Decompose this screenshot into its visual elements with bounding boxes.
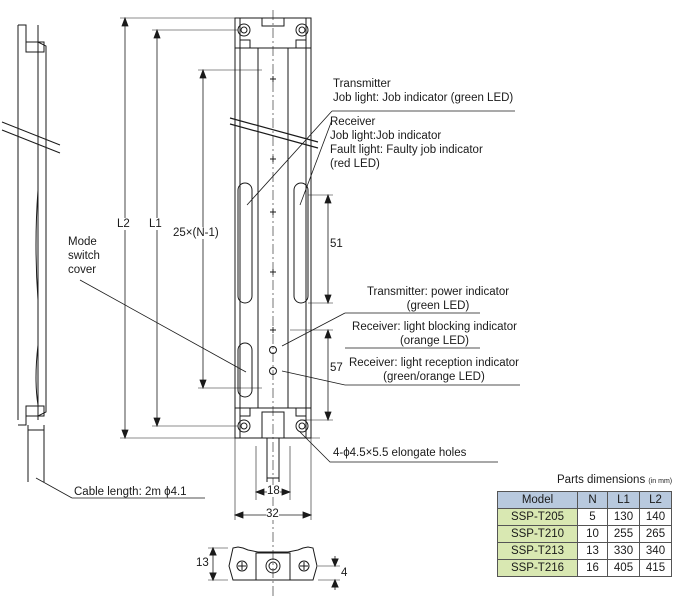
header-n: N [577,491,608,509]
cell-n: 16 [577,559,608,577]
dim-pitch: 25×(N-1) [173,227,219,239]
table-row: SSP-T210 10 255 265 [497,525,672,543]
header-model: Model [497,491,578,509]
dim-32: 32 [266,508,279,520]
parts-table-title: Parts dimensions (in mm) [557,474,672,486]
rx-reception-led: (green/orange LED) [383,371,485,383]
cell-model: SSP-T205 [497,508,578,526]
cell-l2: 140 [639,508,672,526]
header-l1: L1 [607,491,640,509]
rx-reception-label: Receiver: light reception indicator (gre… [345,356,523,384]
dim-l1: L1 [149,218,162,230]
table-row: SSP-T213 13 330 340 [497,542,672,560]
cell-l2: 340 [639,542,672,560]
holes-label: 4-ϕ4.5×5.5 elongate holes [333,447,467,459]
dimension-lines [120,16,333,520]
cell-l1: 255 [607,525,640,543]
dim-4: 4 [341,567,348,579]
transmitter-job-label: Transmitter Job light: Job indicator (gr… [333,77,513,105]
table-row: SSP-T205 5 130 140 [497,508,672,526]
cell-l1: 405 [607,559,640,577]
mode-switch-line2: switch [68,250,100,262]
leader-lines [35,110,520,499]
rx-blocking-label: Receiver: light blocking indicator (oran… [347,320,522,348]
tx-power-label: Transmitter: power indicator (green LED) [348,285,528,313]
cable-label: Cable length: 2m ϕ4.1 [74,486,187,498]
rx-blocking-text: Receiver: light blocking indicator [352,321,517,333]
parts-table-title-text: Parts dimensions [557,474,646,486]
mode-switch-line3: cover [68,264,97,276]
header-l2: L2 [639,491,672,509]
receiver-fault-text: Fault light: Faulty job indicator [330,144,483,156]
tx-power-text: Transmitter: power indicator [366,286,510,298]
bottom-view [208,546,340,590]
dim-57: 57 [330,362,343,374]
cell-l2: 415 [639,559,672,577]
side-view [1,24,61,482]
dim-18: 18 [267,485,280,497]
table-row: SSP-T216 16 405 415 [497,559,672,577]
receiver-heading: Receiver [330,116,376,128]
dim-51: 51 [330,238,343,250]
receiver-job-label: Receiver Job light:Job indicator Fault l… [330,115,483,171]
cell-n: 13 [577,542,608,560]
cell-model: SSP-T213 [497,542,578,560]
mode-switch-line1: Mode [68,236,97,248]
cell-l2: 265 [639,525,672,543]
transmitter-heading: Transmitter [333,78,391,90]
mode-switch-label: Mode switch cover [68,235,100,277]
transmitter-job-text: Job light: Job indicator (green LED) [333,92,514,104]
cell-model: SSP-T210 [497,525,578,543]
dim-13: 13 [196,557,209,569]
cell-l1: 130 [607,508,640,526]
table-header-row: Model N L1 L2 [497,491,672,509]
parts-table-unit: (in mm) [648,478,673,485]
rx-reception-text: Receiver: light reception indicator [348,357,520,369]
cell-l1: 330 [607,542,640,560]
tx-power-led: (green LED) [406,300,470,312]
cell-model: SSP-T216 [497,559,578,577]
cell-n: 5 [577,508,608,526]
rx-blocking-led: (orange LED) [399,335,470,347]
receiver-fault-led: (red LED) [330,158,380,170]
receiver-job-text: Job light:Job indicator [330,130,442,142]
parts-dimensions-table: Model N L1 L2 SSP-T205 5 130 140 SSP-T21… [497,491,672,577]
cell-n: 10 [577,525,608,543]
dim-l2: L2 [117,218,130,230]
